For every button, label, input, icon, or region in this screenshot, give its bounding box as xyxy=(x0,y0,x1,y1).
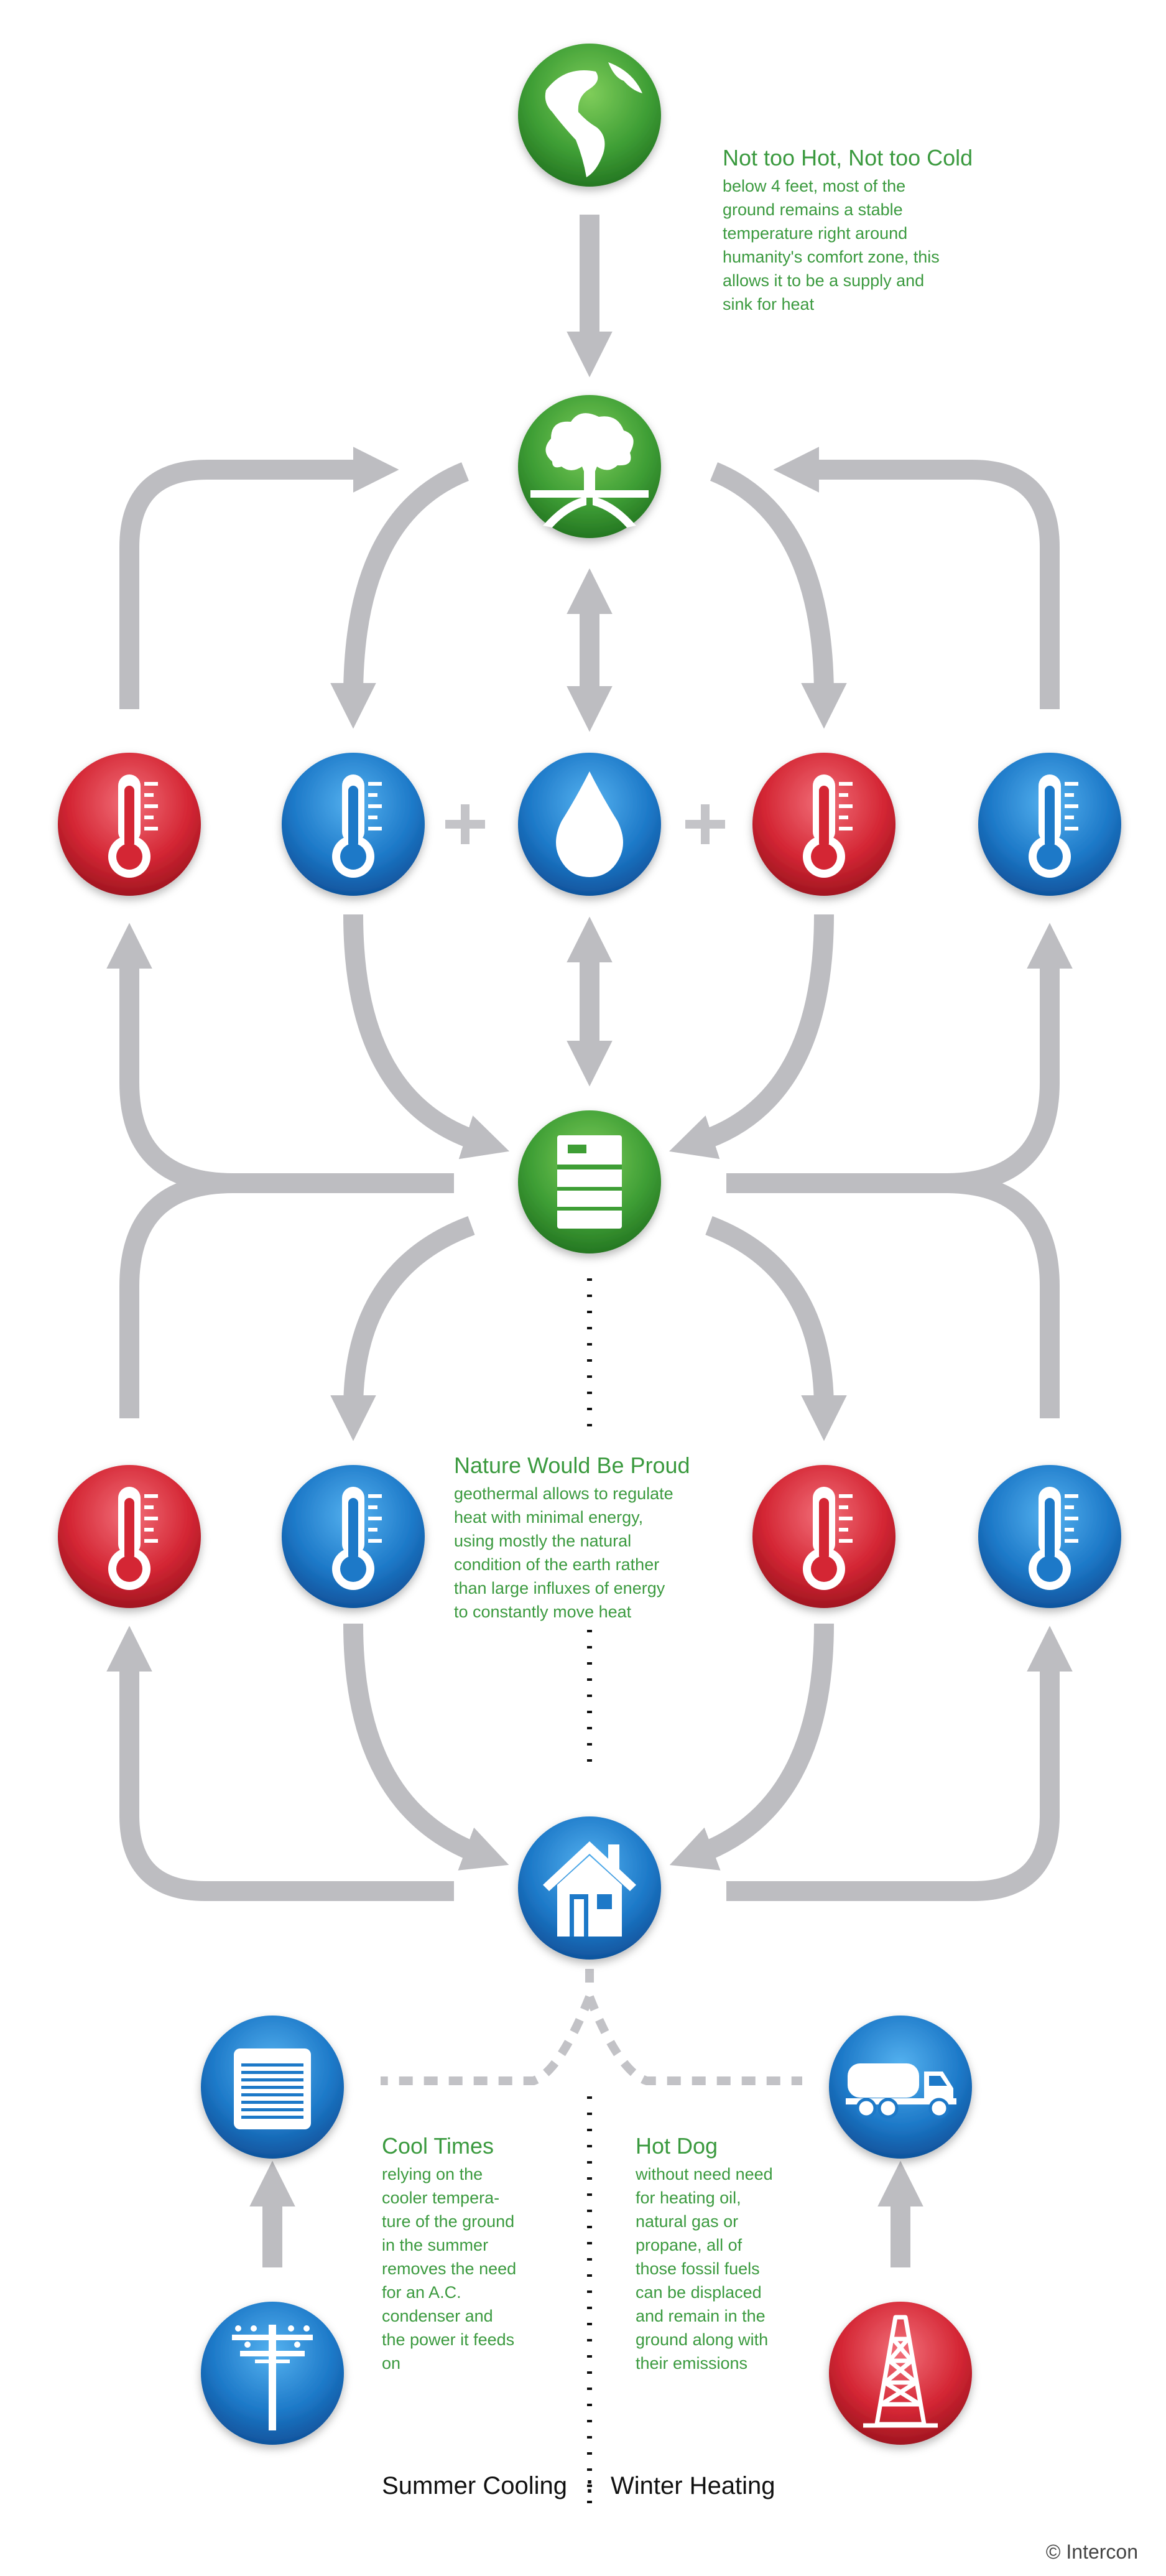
ac-condenser-node xyxy=(201,2016,344,2159)
summer-cooling-label: Summer Cooling xyxy=(382,2472,567,2499)
stable-temperature-callout: Not too Hot, Not too Cold below 4 feet, … xyxy=(723,144,1046,316)
oil-derrick-icon xyxy=(863,2315,938,2428)
nature-callout: Nature Would Be Proud geothermal allows … xyxy=(453,1449,740,1629)
water-node xyxy=(518,753,661,896)
callout-title: Nature Would Be Proud xyxy=(454,1453,690,1478)
dotted-guides xyxy=(381,1278,802,2513)
callout-title: Cool Times xyxy=(382,2133,494,2159)
callout-body: relying on the cooler tempera- ture of t… xyxy=(382,2165,517,2373)
fuel-truck-icon xyxy=(846,2063,956,2119)
cold-thermometer-node xyxy=(282,1465,425,1608)
callout-body: geothermal allows to regulate heat with … xyxy=(454,1484,673,1621)
callout-title: Hot Dog xyxy=(636,2133,718,2159)
plus-signs xyxy=(445,804,725,844)
hot-thermometer-node xyxy=(58,1465,201,1608)
callout-body: below 4 feet, most of the ground remains… xyxy=(723,177,940,314)
callout-title: Not too Hot, Not too Cold xyxy=(723,145,973,170)
power-pole-icon xyxy=(232,2325,313,2430)
heat-pump-node xyxy=(518,1110,661,1253)
hot-dog-callout: Hot Dog without need need for heating oi… xyxy=(636,2132,822,2375)
ground-node xyxy=(518,395,661,538)
power-pole-node xyxy=(201,2302,344,2445)
cold-thermometer-node xyxy=(282,753,425,896)
hot-thermometer-node xyxy=(752,1465,895,1608)
flow-arrows xyxy=(106,215,1073,2267)
hot-thermometer-node xyxy=(58,753,201,896)
oil-derrick-node xyxy=(829,2302,972,2445)
ac-condenser-icon xyxy=(234,2048,311,2129)
fuel-truck-node xyxy=(829,2016,972,2159)
cold-thermometer-node xyxy=(978,753,1121,896)
cool-times-callout: Cool Times relying on the cooler tempera… xyxy=(382,2132,568,2375)
heat-pump-unit-icon xyxy=(557,1135,622,1229)
home-node xyxy=(518,1816,661,1960)
house-icon xyxy=(543,1841,636,1937)
copyright: © Intercon xyxy=(1045,2541,1138,2563)
season-separator: : xyxy=(585,2471,594,2498)
tree-roots-icon xyxy=(530,413,649,528)
hot-thermometer-node xyxy=(752,753,895,896)
cold-thermometer-node xyxy=(978,1465,1121,1608)
water-drop-icon xyxy=(556,771,623,877)
globe-icon xyxy=(545,62,642,177)
callout-body: without need need for heating oil, natur… xyxy=(636,2165,773,2373)
globe-node xyxy=(518,44,661,187)
winter-heating-label: Winter Heating xyxy=(611,2472,775,2499)
